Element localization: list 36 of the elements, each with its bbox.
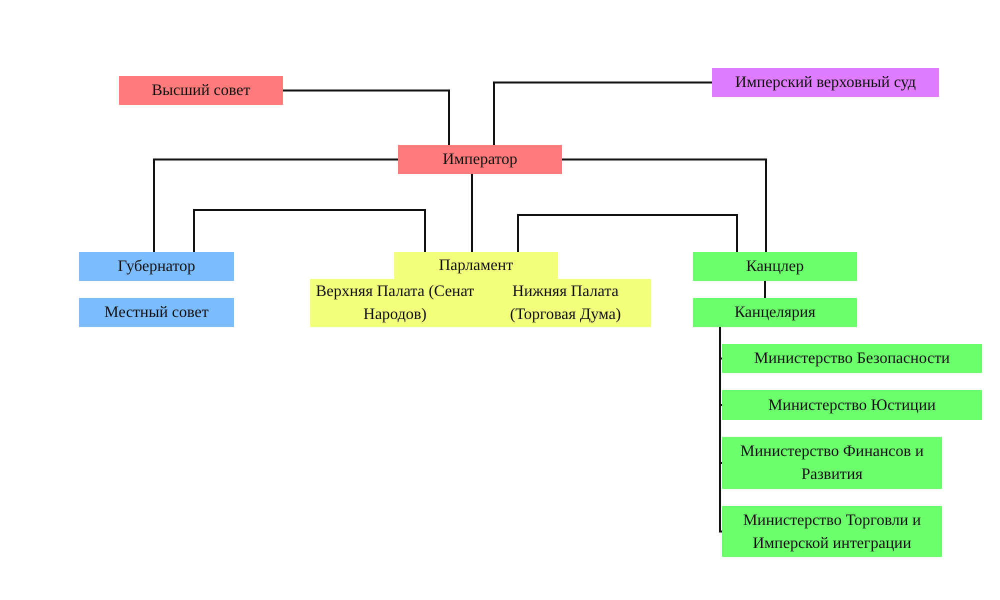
- org-label: Местный совет: [104, 303, 209, 323]
- org-label: Министерство Юстиции: [768, 396, 936, 416]
- org-box: [722, 437, 942, 489]
- connector-line: [719, 327, 722, 532]
- org-label: Верхняя Палата (Сенат Народов): [314, 282, 476, 325]
- org-label: Высший совет: [152, 81, 250, 101]
- org-box: [693, 252, 857, 281]
- org-label: Министерство Финансов и Развития: [739, 442, 925, 485]
- connector-line: [153, 158, 398, 252]
- org-label: Парламент: [438, 256, 514, 276]
- org-box: [119, 76, 283, 105]
- org-box: [693, 298, 857, 327]
- connector-line: [562, 158, 767, 252]
- org-box: [394, 252, 558, 279]
- org-box: [722, 390, 982, 420]
- org-label: Император: [442, 150, 518, 170]
- org-box: [398, 145, 562, 174]
- org-label: Губернатор: [118, 257, 196, 277]
- org-label: Нижняя Палата (Торговая Дума): [508, 282, 622, 325]
- connector-line: [193, 209, 426, 252]
- connector-line: [764, 281, 766, 298]
- connector-line: [283, 90, 450, 145]
- connector-line: [493, 82, 712, 145]
- org-box: [79, 252, 234, 281]
- org-box: [722, 506, 942, 557]
- connector-line: [471, 174, 473, 252]
- connector-line: [517, 214, 738, 252]
- org-box: [722, 344, 982, 373]
- org-label: Министерство Безопасности: [754, 349, 950, 369]
- org-box: [79, 298, 234, 327]
- org-box: [480, 279, 651, 327]
- org-box: [712, 68, 939, 97]
- org-label: Министерство Торговли и Имперской интеграции: [742, 510, 922, 554]
- org-label: Канцелярия: [734, 303, 816, 323]
- org-label: Канцлер: [746, 257, 804, 277]
- org-label: Имперский верховный суд: [735, 73, 916, 93]
